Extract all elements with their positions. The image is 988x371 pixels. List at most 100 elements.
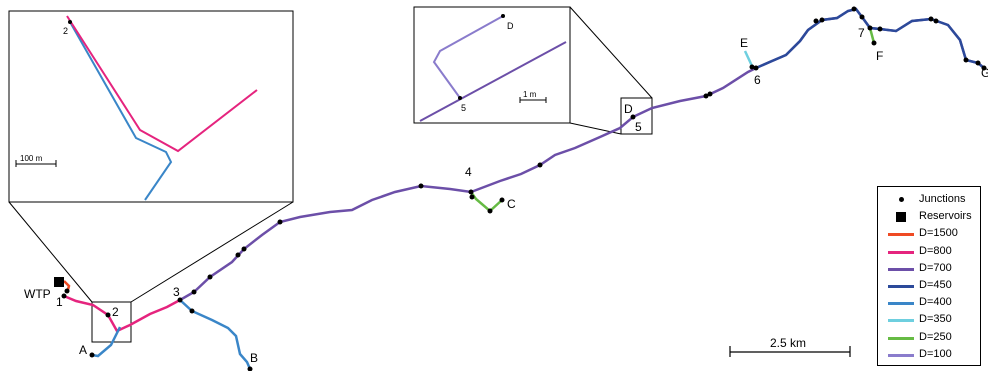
label-d: D <box>624 102 633 116</box>
legend-item: Reservoirs <box>878 209 982 225</box>
pipe-d250-f <box>868 27 876 44</box>
legend-item: D=700 <box>878 261 982 277</box>
legend-label: D=700 <box>919 261 952 274</box>
inset-top-scale-label: 1 m <box>523 90 537 99</box>
pipe-d450 <box>755 7 985 70</box>
junction <box>813 18 819 24</box>
pipe-d700 <box>179 7 985 302</box>
pipe-d400-a <box>91 326 122 358</box>
junction <box>819 17 825 23</box>
inset-top-label-d: D <box>507 21 514 31</box>
junction <box>963 57 969 63</box>
pipe-d250-c <box>469 191 503 213</box>
label-junction-4: 4 <box>465 165 472 179</box>
legend-label: D=1500 <box>919 227 958 240</box>
junction <box>871 40 877 46</box>
inset-top: D 5 1 m <box>413 6 653 135</box>
legend-symbol <box>884 278 918 294</box>
legend-symbol <box>884 261 918 277</box>
inset-top-pipe-d700 <box>419 41 567 122</box>
label-a: A <box>79 343 87 357</box>
legend-label: Junctions <box>919 193 966 205</box>
junction <box>247 366 253 371</box>
junction <box>703 93 709 99</box>
junction <box>241 246 247 252</box>
inset-left-junction-2 <box>68 20 72 24</box>
pipe-line-symbol <box>888 267 914 271</box>
inset-top-label-5: 5 <box>461 103 466 113</box>
inset-left-connector-right <box>130 201 294 303</box>
junction <box>707 91 713 97</box>
label-b: B <box>250 351 258 365</box>
inset-left-pipe-d400 <box>69 21 173 201</box>
junction <box>277 219 283 225</box>
legend-label: D=800 <box>919 244 952 257</box>
junction <box>499 197 505 203</box>
label-junction-1: 1 <box>56 295 63 309</box>
legend-label: D=350 <box>919 313 952 326</box>
pipe-line-symbol <box>888 285 914 288</box>
junction <box>64 288 70 294</box>
junction <box>61 293 67 299</box>
pipe-d800 <box>63 294 181 333</box>
pipe-d400-b <box>179 299 252 370</box>
legend-item: D=350 <box>878 312 982 328</box>
inset-top-pipe-d100 <box>432 15 504 99</box>
junction <box>537 162 543 168</box>
label-junction-5: 5 <box>635 120 642 134</box>
junction <box>207 274 213 280</box>
pipe-d350-e <box>743 50 754 67</box>
reservoir-wtp <box>54 277 64 287</box>
junction <box>749 64 755 70</box>
legend-label: D=100 <box>919 347 952 360</box>
inset-top-connector-top <box>569 6 653 99</box>
reservoir-symbol <box>896 212 906 223</box>
junctions <box>61 6 987 371</box>
inset-left-scale-label: 100 m <box>20 154 43 163</box>
legend-symbol <box>884 244 918 260</box>
inset-left-frame <box>8 10 294 203</box>
legend-label: D=400 <box>919 296 952 309</box>
junction <box>418 183 424 189</box>
junction <box>235 252 241 258</box>
junction <box>177 297 183 303</box>
label-junction-6: 6 <box>754 73 761 87</box>
label-wtp: WTP <box>24 287 51 301</box>
inset-left-pipe-d800 <box>66 15 258 153</box>
junction <box>753 65 759 71</box>
legend-item: D=1500 <box>878 226 982 242</box>
legend-item: D=450 <box>878 278 982 294</box>
pipe-line-symbol <box>888 336 914 340</box>
pipe-line-symbol <box>888 302 914 306</box>
pipe-line-symbol <box>888 250 914 254</box>
label-junction-7: 7 <box>858 26 865 40</box>
junction <box>630 114 636 120</box>
junction <box>105 312 111 318</box>
junction <box>877 26 883 32</box>
inset-left: 2 100 m <box>8 10 294 303</box>
legend-item: D=800 <box>878 244 982 260</box>
junction-symbol <box>899 197 904 202</box>
label-junction-3: 3 <box>173 285 180 299</box>
pipe-line-symbol <box>888 233 914 237</box>
junction <box>933 18 939 24</box>
legend-symbol <box>884 295 918 311</box>
junction <box>191 289 197 295</box>
pipe-line-symbol <box>888 353 914 357</box>
legend-item: D=100 <box>878 347 982 363</box>
inset-top-junction-d <box>501 14 505 18</box>
inset-top-junction-5 <box>458 96 462 100</box>
junction <box>928 16 934 22</box>
inset-left-connector-left <box>8 201 93 303</box>
legend-symbol <box>884 192 918 208</box>
main-scalebar: 2.5 km <box>729 336 851 357</box>
zoom-box-top <box>620 97 653 135</box>
junction <box>859 14 865 20</box>
junction <box>468 189 474 195</box>
label-e: E <box>740 36 748 50</box>
legend-symbol <box>884 209 918 225</box>
inset-top-frame <box>413 6 571 124</box>
junction <box>487 208 493 214</box>
